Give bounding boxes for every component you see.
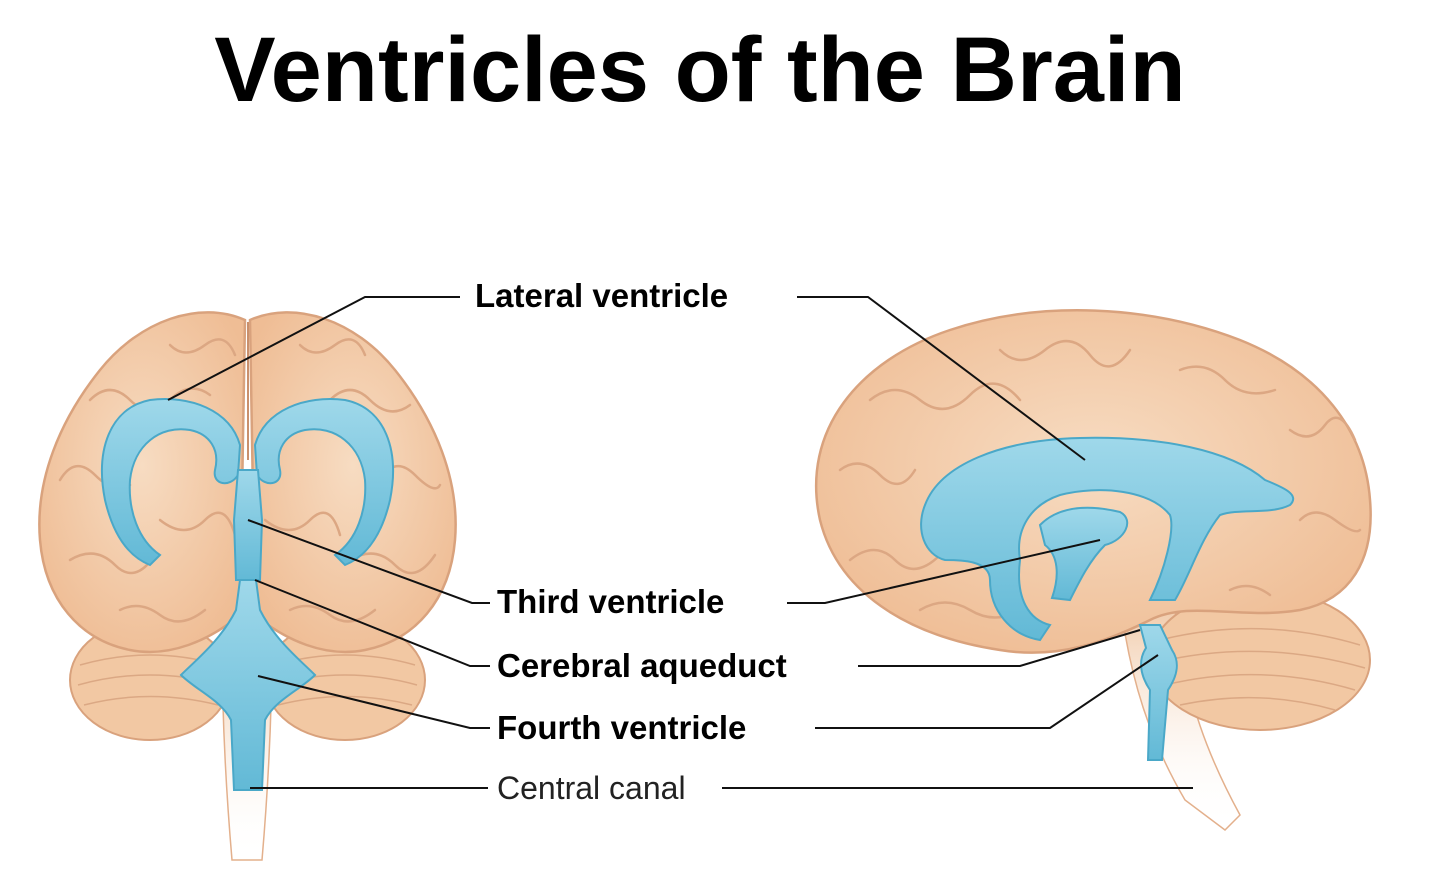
frontal-hemisphere-left [38,311,247,654]
frontal-third-ventricle [232,469,264,581]
frontal-ventricles [101,398,394,791]
frontal-brain-illustration [38,311,457,861]
sagittal-third-ventricle [1038,506,1129,602]
frontal-lateral-ventricle-left [101,398,242,567]
sagittal-ventricles [920,436,1295,761]
sagittal-fourth-ventricle [1138,624,1178,761]
leader-third-ventricle-left [247,519,490,604]
frontal-hemisphere-right [248,311,457,654]
leader-lines [167,296,1193,789]
frontal-fourth-ventricle [179,579,317,791]
page-title: Ventricles of the Brain [214,19,1186,121]
label-lateral-ventricle: Lateral ventricle [475,277,728,314]
leader-cerebral-aqueduct-left [254,579,490,667]
label-cerebral-aqueduct: Cerebral aqueduct [497,647,787,684]
label-fourth-ventricle: Fourth ventricle [497,709,746,746]
leader-third-ventricle-right [787,539,1101,604]
frontal-lateral-ventricle-right [253,398,394,567]
leader-fourth-ventricle-right [815,654,1159,729]
sagittal-lateral-ventricle [920,436,1295,642]
label-central-canal: Central canal [497,770,686,806]
leader-fourth-ventricle-left [257,675,490,729]
sagittal-brain-illustration [814,309,1372,831]
leader-lateral-ventricle-left [167,296,460,401]
leader-cerebral-aqueduct-right [858,629,1141,667]
label-third-ventricle: Third ventricle [497,583,724,620]
leader-lateral-ventricle-right [797,296,1086,461]
